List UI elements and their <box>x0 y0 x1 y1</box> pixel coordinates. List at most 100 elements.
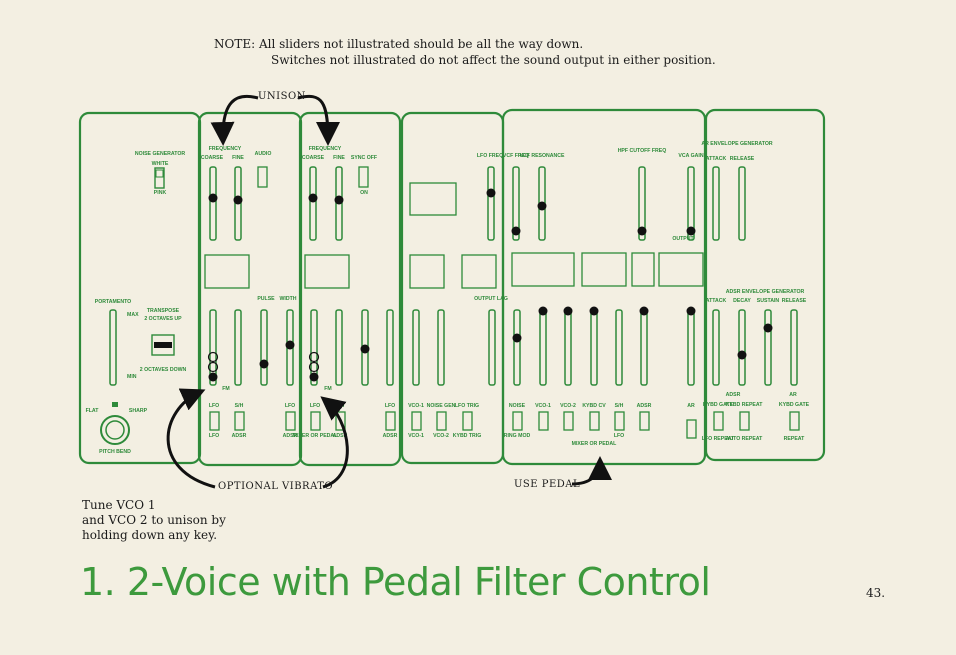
white-label: WHITE <box>152 161 169 167</box>
vco1-frequency-label: FREQUENCY <box>209 146 242 152</box>
vco1-kybd-switch <box>257 166 268 188</box>
vco1-fine-knob <box>233 195 243 205</box>
adsr-sustain-knob <box>763 323 773 333</box>
sh-noise-slider <box>437 309 445 386</box>
vco1-sh-label: S/H <box>235 403 244 409</box>
adsr-release-label: RELEASE <box>782 298 807 304</box>
sh-switch-3 <box>462 411 473 431</box>
adsr-release-slider <box>790 309 798 386</box>
mixer-switch-4 <box>614 411 625 431</box>
vco1-fm-label: FM <box>222 386 230 392</box>
vco2-sh-label: S/H <box>336 403 345 409</box>
ar-gate-switch <box>789 411 800 431</box>
vco2-coarse-label: COARSE <box>302 155 325 161</box>
vco2-lfo-label: LFO <box>310 403 320 409</box>
note-line-2: Switches not illustrated do not affect t… <box>271 53 716 67</box>
vco1-fm-optional-2 <box>207 361 219 373</box>
tune-line-2: and VCO 2 to unison by <box>82 513 226 527</box>
sh-switch-1 <box>411 411 422 431</box>
vco2-lfo-label-2: LFO <box>385 403 395 409</box>
adsr-attack-label: ATTACK <box>706 298 727 304</box>
vco2-adsr-label-2: ADSR <box>383 433 398 439</box>
mix-noise-knob <box>512 333 522 343</box>
transpose-label: TRANSPOSE <box>147 308 180 314</box>
env-adsr-label: ADSR <box>726 392 741 398</box>
panel-vco2-section <box>298 111 402 467</box>
vco2-fm1-knob <box>309 372 319 382</box>
adsr-gen-label: ADSR ENVELOPE GENERATOR <box>726 289 805 295</box>
sh-lfo-trig-label: LFO TRIG <box>455 403 479 409</box>
ar-attack-slider <box>712 166 720 241</box>
portamento-label: PORTAMENTO <box>95 299 131 305</box>
vco1-fm2-slider <box>234 309 242 386</box>
transpose-switch <box>151 334 175 356</box>
vco2-fine-knob <box>334 195 344 205</box>
vcf-freq-label: VCF FREQ <box>503 153 529 159</box>
mix-kybd-slider <box>590 309 598 386</box>
mix-ar-slider <box>687 309 695 386</box>
adsr-decay-knob <box>737 350 747 360</box>
portamento-slider <box>109 309 117 386</box>
vco2-pw-knob <box>360 344 370 354</box>
sharp-label: SHARP <box>129 408 148 414</box>
ar-release-slider <box>738 166 746 241</box>
pedal-arrow <box>571 456 612 486</box>
vco1-fm1-slider <box>209 309 217 386</box>
adsr-attack-slider <box>712 309 720 386</box>
mixer-label-2: VCO-2 <box>560 403 576 409</box>
ar-kybd-gate-label: KYBD GATE <box>779 402 810 408</box>
vco1-coarse-label: COARSE <box>201 155 224 161</box>
lfo-freq-label: LFO FREQ <box>477 153 503 159</box>
page-title: 1. 2-Voice with Pedal Filter Control <box>80 560 711 604</box>
vco1-pw-slider <box>260 309 268 386</box>
noise-switch <box>154 167 165 189</box>
flat-label: FLAT <box>86 408 100 414</box>
vco2-adsr-label: ADSR <box>333 433 348 439</box>
ar-repeat-label: REPEAT <box>784 436 805 442</box>
noise-gen-label: NOISE GENERATOR <box>135 151 186 157</box>
mix-noise-slider <box>513 309 521 386</box>
sh-vco1-label: VCO-1 <box>408 403 424 409</box>
sh-mixer-block <box>409 254 445 289</box>
sh-noise-label: NOISE GEN <box>427 403 456 409</box>
adsr-gate-switch <box>713 411 724 431</box>
vco2-block <box>304 254 350 289</box>
vco2-coarse-slider <box>309 166 317 241</box>
sample-hold-block <box>461 254 497 289</box>
vcf-block <box>581 252 627 287</box>
hpf-knob <box>637 226 647 236</box>
ar-gen-label: AR ENVELOPE GENERATOR <box>701 141 773 147</box>
transpose-down-label: 2 OCTAVES DOWN <box>140 367 187 373</box>
optional-vibrato-callout: OPTIONAL VIBRATO <box>218 481 334 492</box>
mix-ar-knob <box>686 306 696 316</box>
audio-mixer-block <box>511 252 575 287</box>
unison-callout: UNISON <box>258 91 306 102</box>
lfo-freq-slider <box>487 166 495 241</box>
mix-sh-slider <box>615 309 623 386</box>
vca-block <box>658 252 704 287</box>
vcf-res-knob <box>537 201 547 211</box>
vco1-pulse-label: PULSE <box>257 296 275 302</box>
vco1-adsr-label-2: ADSR <box>283 433 298 439</box>
hpf-label: HPF CUTOFF FREQ <box>618 148 667 154</box>
vco2-switch-1 <box>310 411 321 431</box>
vco1-switch-3 <box>285 411 296 431</box>
output-lag-label: OUTPUT LAG <box>474 296 508 302</box>
vco1-fine-label: FINE <box>232 155 244 161</box>
vco1-pw-knob <box>259 359 269 369</box>
ring-mod-label: RING MOD <box>504 433 531 439</box>
tune-line-3: holding down any key. <box>82 528 218 542</box>
adsr-decay-slider <box>738 309 746 386</box>
mix-ar-label: AR <box>687 403 695 409</box>
vco1-wmod-knob <box>285 340 295 350</box>
pitch-bend-label: PITCH BEND <box>99 449 131 455</box>
mix-vco1-slider <box>539 309 547 386</box>
mixer-lfo-label: LFO <box>614 433 624 439</box>
mixer-pedal-label: MIXER OR PEDAL <box>572 441 618 447</box>
unison-arrow-left <box>210 95 259 146</box>
vco1-fine-slider <box>234 166 242 241</box>
vco2-fine-slider <box>335 166 343 241</box>
vco2-on-label: ON <box>360 190 368 196</box>
vco2-fm-optional-2 <box>308 361 320 373</box>
